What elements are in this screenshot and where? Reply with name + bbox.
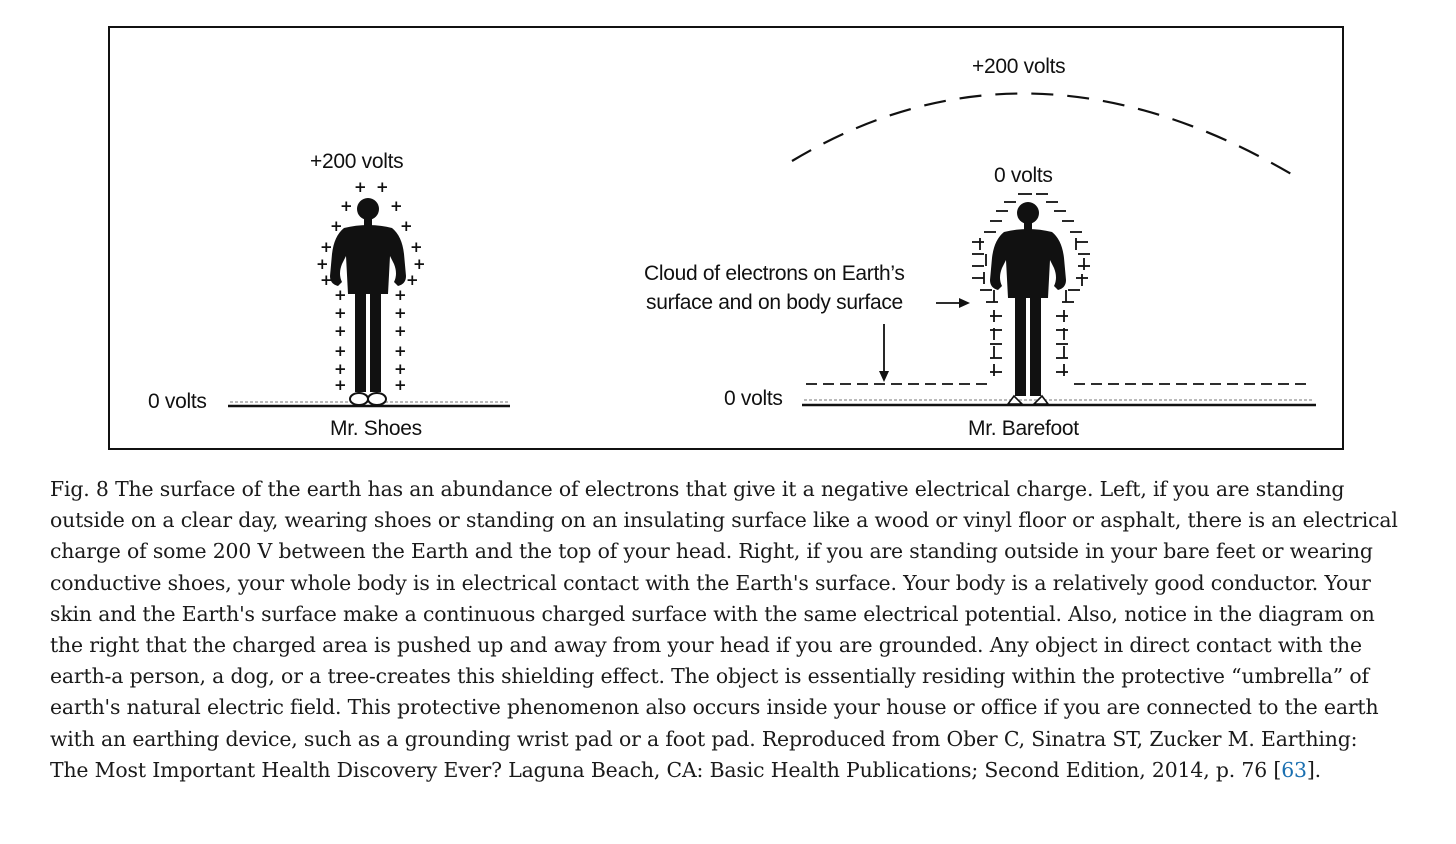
svg-text:+: + bbox=[413, 255, 426, 273]
svg-text:+: + bbox=[400, 217, 413, 235]
svg-text:+: + bbox=[394, 286, 407, 304]
positive-charges: ++ ++ ++ ++ ++ ++ ++ ++ ++ ++ ++ ++ bbox=[316, 178, 426, 394]
svg-text:+: + bbox=[390, 197, 403, 215]
right-ground-voltage-label: 0 volts bbox=[724, 387, 783, 410]
svg-text:+: + bbox=[320, 238, 333, 256]
svg-text:+: + bbox=[334, 286, 347, 304]
cloud-arrow-right bbox=[936, 298, 970, 308]
svg-text:+: + bbox=[334, 304, 347, 322]
mr-barefoot-label: Mr. Barefoot bbox=[968, 417, 1079, 440]
mr-barefoot-figure: +200 volts 0 volts Cloud of electrons on… bbox=[644, 55, 1316, 440]
electron-cloud bbox=[972, 193, 1090, 376]
svg-text:+: + bbox=[410, 238, 423, 256]
cloud-label-line1: Cloud of electrons on Earth’s bbox=[644, 262, 905, 285]
svg-text:+: + bbox=[354, 178, 367, 196]
mr-shoes-figure: ++ ++ ++ ++ ++ ++ ++ ++ ++ ++ ++ ++ +200… bbox=[148, 150, 510, 440]
svg-text:+: + bbox=[334, 360, 347, 378]
field-umbrella-arc bbox=[791, 92, 1299, 179]
svg-text:+: + bbox=[406, 271, 419, 289]
figure-illustration: ++ ++ ++ ++ ++ ++ ++ ++ ++ ++ ++ ++ +200… bbox=[108, 26, 1344, 450]
reference-link[interactable]: 63 bbox=[1281, 757, 1307, 782]
caption-text-end: ]. bbox=[1306, 757, 1322, 782]
sky-voltage-label: +200 volts bbox=[972, 55, 1065, 78]
left-top-voltage-label: +200 volts bbox=[310, 150, 403, 173]
svg-text:+: + bbox=[394, 304, 407, 322]
svg-text:+: + bbox=[316, 255, 329, 273]
mr-shoes-label: Mr. Shoes bbox=[330, 417, 422, 440]
cloud-label-line2: surface and on body surface bbox=[646, 291, 903, 314]
svg-text:+: + bbox=[394, 360, 407, 378]
left-ground-voltage-label: 0 volts bbox=[148, 390, 207, 413]
mr-barefoot-person bbox=[990, 202, 1066, 405]
svg-text:+: + bbox=[394, 322, 407, 340]
svg-text:+: + bbox=[394, 342, 407, 360]
cloud-arrow-down bbox=[879, 324, 889, 382]
caption-text: Fig. 8 The surface of the earth has an a… bbox=[50, 477, 1398, 782]
svg-text:+: + bbox=[340, 197, 353, 215]
svg-text:+: + bbox=[334, 322, 347, 340]
mr-shoes-person bbox=[330, 198, 406, 406]
svg-text:+: + bbox=[394, 376, 407, 394]
figure-caption: Fig. 8 The surface of the earth has an a… bbox=[50, 474, 1400, 786]
svg-text:+: + bbox=[320, 271, 333, 289]
svg-text:+: + bbox=[334, 376, 347, 394]
svg-text:+: + bbox=[334, 342, 347, 360]
svg-text:+: + bbox=[376, 178, 389, 196]
svg-text:+: + bbox=[330, 217, 343, 235]
head-voltage-label: 0 volts bbox=[994, 164, 1053, 187]
